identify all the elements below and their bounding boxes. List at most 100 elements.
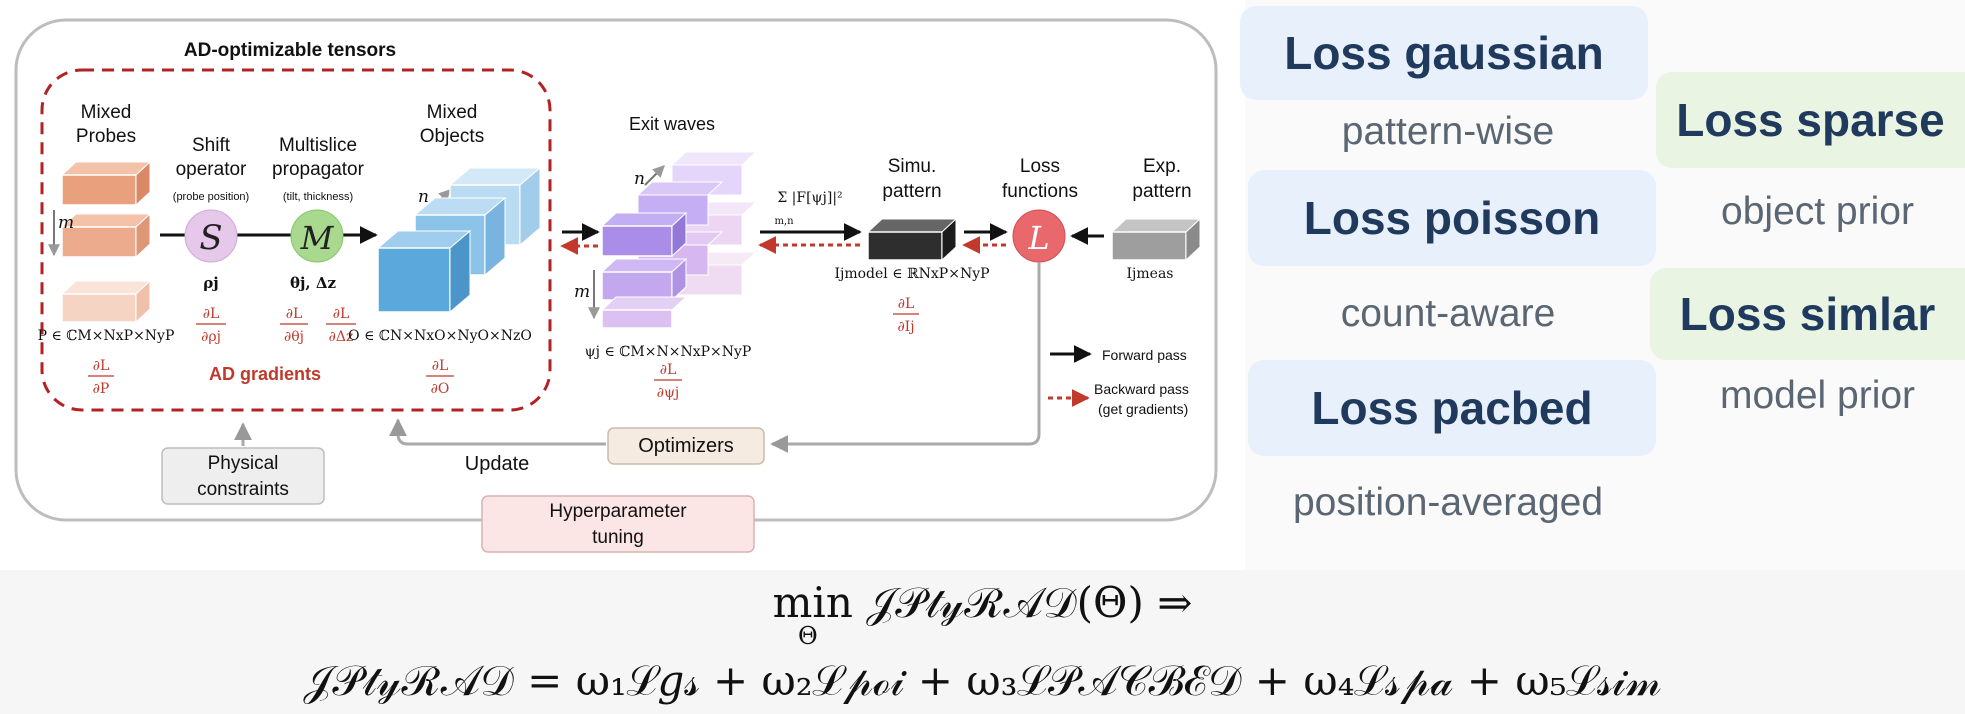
objective-text: min 𝒥𝒫𝓉𝓎ℛ𝒜𝒟(Θ) ⇒: [772, 578, 1193, 627]
intensity-label: Σ |F[ψj]|²: [777, 190, 842, 206]
loss-gaussian-pill[interactable]: Loss gaussian: [1240, 6, 1648, 100]
exit-wave-tile-front-1: [600, 211, 688, 258]
probe-tile-1: [60, 160, 152, 207]
mixed-objects-label-2: Objects: [420, 126, 484, 147]
exp-pattern-tile: [1110, 217, 1202, 262]
update-label: Update: [465, 453, 530, 475]
multislice-note: (tilt, thickness): [283, 191, 353, 203]
loss-gaussian-desc: pattern-wise: [1341, 110, 1555, 153]
svg-text:∂ρj: ∂ρj: [201, 329, 221, 345]
loss-simlar-desc: model prior: [1719, 374, 1916, 417]
multislice-label-1: Multislice: [279, 135, 357, 156]
simu-pattern-label-1: Simu.: [888, 156, 937, 177]
m-label: m: [58, 213, 74, 233]
svg-text:∂θj: ∂θj: [284, 329, 304, 345]
grad-p: ∂L ∂P: [88, 358, 114, 397]
loss-sparse-desc: object prior: [1721, 190, 1914, 233]
loss-sparse-pill[interactable]: Loss sparse: [1656, 72, 1965, 168]
loss-to-optimizer-path: [770, 262, 1041, 453]
loss-simlar-name: Loss simlar: [1679, 288, 1936, 340]
grad-theta: ∂L ∂θj: [280, 306, 308, 345]
symbol-m: M: [300, 219, 335, 257]
legend-backward-1: Backward pass: [1094, 381, 1189, 397]
probe-stack: [60, 160, 152, 324]
symbol-s: S: [199, 218, 222, 258]
grad-i: ∂L ∂Ij: [893, 296, 919, 335]
loss-gaussian-name: Loss gaussian: [1284, 27, 1604, 79]
exit-waves-label: Exit waves: [629, 114, 715, 134]
probe-set: P ∈ ℂM×NxP×NyP: [38, 328, 175, 344]
svg-text:∂L: ∂L: [898, 296, 915, 312]
mixed-objects-label-1: Mixed: [427, 102, 478, 123]
optimizers-box[interactable]: [607, 427, 765, 465]
grad-rho: ∂L ∂ρj: [196, 306, 226, 345]
exp-pattern-label-2: pattern: [1132, 181, 1191, 202]
exit-wave-stack: [600, 151, 758, 329]
exit-wave-tile-front-2: [600, 257, 688, 302]
mixed-probes-label-2: Probes: [76, 126, 136, 147]
symbol-l: L: [1027, 219, 1049, 257]
legend-forward: Forward pass: [1102, 347, 1187, 363]
loss-poisson-pill[interactable]: Loss poisson: [1248, 170, 1656, 266]
grad-o: ∂L ∂O: [426, 358, 454, 397]
shift-label-1: Shift: [192, 135, 231, 156]
theta-label: θj, Δz: [290, 274, 337, 292]
rho-label: ρj: [203, 274, 218, 292]
objective-line: min 𝒥𝒫𝓉𝓎ℛ𝒜𝒟(Θ) ⇒: [0, 578, 1965, 628]
ad-box-title: AD-optimizable tensors: [184, 40, 396, 61]
hyperparameter-tuning-box[interactable]: [481, 495, 755, 553]
loss-simlar-pill[interactable]: Loss simlar: [1650, 268, 1965, 360]
simu-pattern-label-2: pattern: [882, 181, 941, 202]
loss-poisson-desc: count-aware: [1340, 292, 1556, 335]
object-set: O ∈ ℂN×NxO×NyO×NzO: [348, 328, 532, 344]
multislice-label-2: propagator: [272, 159, 365, 180]
n-label-objects: n: [418, 187, 429, 207]
simu-pattern-tile: [866, 217, 958, 262]
multislice-propagator-icon: [290, 209, 344, 263]
svg-text:∂Ij: ∂Ij: [897, 319, 914, 335]
loss-pacbed-name: Loss pacbed: [1311, 382, 1593, 434]
grad-dz: ∂L ∂Δz: [326, 306, 356, 345]
mixed-probes-label-1: Mixed: [81, 102, 132, 123]
meas-label: Ijmeas: [1127, 266, 1174, 282]
shift-label-2: operator: [176, 159, 247, 180]
update-path: [389, 418, 606, 446]
model-set: Ijmodel ∈ ℝNxP×NyP: [834, 266, 989, 282]
exit-wave-tile-front-3: [600, 296, 688, 329]
n-label-exit: n: [634, 169, 645, 189]
psi-set: ψj ∈ ℂM×N×NxP×NyP: [585, 344, 752, 360]
objective-subscript: Θ: [798, 622, 818, 650]
loss-pacbed-pill[interactable]: Loss pacbed: [1248, 360, 1656, 456]
svg-text:∂Δz: ∂Δz: [329, 329, 354, 345]
svg-text:∂L: ∂L: [93, 358, 110, 374]
hyperparameter-label-2: tuning: [592, 527, 644, 548]
loss-pacbed-desc: position-averaged: [1292, 481, 1604, 524]
grad-psi: ∂L ∂ψj: [654, 362, 682, 401]
objective-definition: 𝒥𝒫𝓉𝓎ℛ𝒜𝒟 = ω₁ℒ𝑔𝓈 + ω₂ℒ𝓅ℴ𝒾 + ω₃ℒ𝒫𝒜𝒞ℬℰ𝒟 + ω…: [0, 656, 1965, 706]
exp-pattern-label-1: Exp.: [1143, 156, 1181, 177]
exit-wave-tile-back-1: [670, 151, 758, 196]
physical-constraints-box[interactable]: [161, 447, 325, 505]
svg-text:∂L: ∂L: [432, 358, 449, 374]
loss-functions-label-2: functions: [1002, 181, 1078, 202]
ad-box: [40, 68, 552, 412]
equation-strip: [0, 570, 1965, 714]
objective-definition-text: 𝒥𝒫𝓉𝓎ℛ𝒜𝒟 = ω₁ℒ𝑔𝓈 + ω₂ℒ𝓅ℴ𝒾 + ω₃ℒ𝒫𝒜𝒞ℬℰ𝒟 + ω…: [303, 656, 1662, 705]
physical-constraints-label-2: constraints: [197, 479, 289, 500]
loss-poisson-name: Loss poisson: [1303, 192, 1601, 244]
svg-text:∂P: ∂P: [93, 381, 110, 397]
intensity-sub: m,n: [774, 216, 794, 227]
hyperparameter-label-1: Hyperparameter: [549, 501, 687, 522]
svg-text:∂L: ∂L: [286, 306, 303, 322]
loss-sparse-name: Loss sparse: [1676, 94, 1945, 146]
m-label-exit: m: [574, 282, 590, 302]
optimizers-label: Optimizers: [638, 435, 734, 457]
svg-text:∂O: ∂O: [431, 381, 450, 397]
legend-backward-2: (get gradients): [1098, 401, 1188, 417]
svg-text:∂ψj: ∂ψj: [657, 385, 680, 401]
shift-note: (probe position): [173, 191, 249, 203]
svg-text:∂L: ∂L: [660, 362, 677, 378]
svg-text:∂L: ∂L: [203, 306, 220, 322]
object-stack: [376, 166, 542, 314]
shift-operator-icon: [184, 209, 238, 263]
